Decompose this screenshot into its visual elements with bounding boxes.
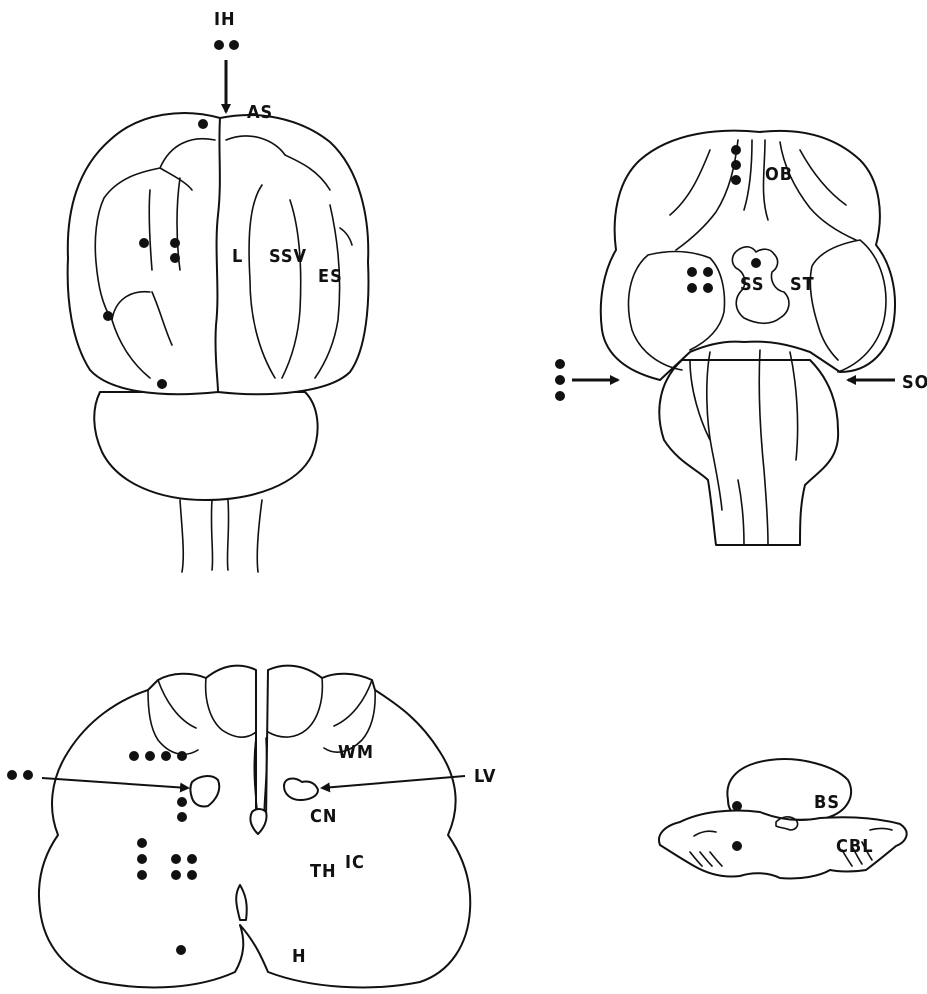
marker-dot	[731, 175, 741, 185]
label-ob: OB	[765, 164, 793, 185]
marker-dot	[137, 854, 147, 864]
label-l: L	[232, 246, 243, 267]
marker-dot	[187, 870, 197, 880]
marker-dot	[23, 770, 33, 780]
marker-dot	[177, 751, 187, 761]
marker-dot	[229, 40, 239, 50]
ventral-view-panel: OB SS ST SO	[555, 131, 927, 545]
marker-dot	[732, 841, 742, 851]
marker-dot	[177, 812, 187, 822]
marker-dot	[129, 751, 139, 761]
label-cn: CN	[310, 806, 337, 827]
marker-dot	[103, 311, 113, 321]
marker-dot	[170, 238, 180, 248]
marker-dot	[687, 283, 697, 293]
label-ss: SS	[740, 274, 765, 295]
marker-dot	[555, 359, 565, 369]
label-ic: IC	[345, 852, 365, 873]
label-ssv: SSV	[269, 246, 307, 267]
marker-dot	[731, 160, 741, 170]
label-ih: IH	[214, 9, 236, 30]
marker-dot	[751, 258, 761, 268]
marker-dot	[145, 751, 155, 761]
marker-dot	[139, 238, 149, 248]
marker-dot	[171, 870, 181, 880]
marker-dot	[137, 838, 147, 848]
dorsal-view-panel: IH AS L SSV ES	[68, 9, 369, 572]
label-lv: LV	[474, 766, 496, 787]
marker-dot	[198, 119, 208, 129]
dorsal-cerebrum-outline	[68, 113, 369, 394]
dorsal-cerebellum-outline	[94, 392, 317, 500]
marker-dot	[731, 145, 741, 155]
label-cbl: CBL	[836, 836, 874, 857]
marker-dot	[703, 283, 713, 293]
marker-dot	[703, 267, 713, 277]
label-wm: WM	[338, 742, 374, 763]
marker-dot	[732, 801, 742, 811]
marker-dot	[187, 854, 197, 864]
label-bs: BS	[814, 792, 840, 813]
label-es: ES	[318, 266, 343, 287]
marker-dot	[170, 253, 180, 263]
marker-dot	[171, 854, 181, 864]
label-so: SO	[902, 372, 927, 393]
label-as: AS	[247, 102, 273, 123]
ventral-cerebrum-outline	[601, 131, 895, 380]
marker-dot	[161, 751, 171, 761]
marker-dot	[214, 40, 224, 50]
label-th: TH	[310, 861, 337, 882]
dorsal-brainstem-outline	[180, 500, 262, 572]
cerebellum-panel: BS CBL	[659, 759, 907, 878]
label-st: ST	[790, 274, 815, 295]
label-h: H	[292, 946, 307, 967]
marker-dot	[555, 375, 565, 385]
marker-dot	[687, 267, 697, 277]
marker-dot	[176, 945, 186, 955]
marker-dot	[177, 797, 187, 807]
coronal-section-panel: WM LV CN TH IC H	[7, 666, 496, 988]
marker-dot	[137, 870, 147, 880]
ventral-brainstem-outline	[659, 360, 838, 545]
marker-dot	[555, 391, 565, 401]
marker-dot	[157, 379, 167, 389]
marker-dot	[7, 770, 17, 780]
